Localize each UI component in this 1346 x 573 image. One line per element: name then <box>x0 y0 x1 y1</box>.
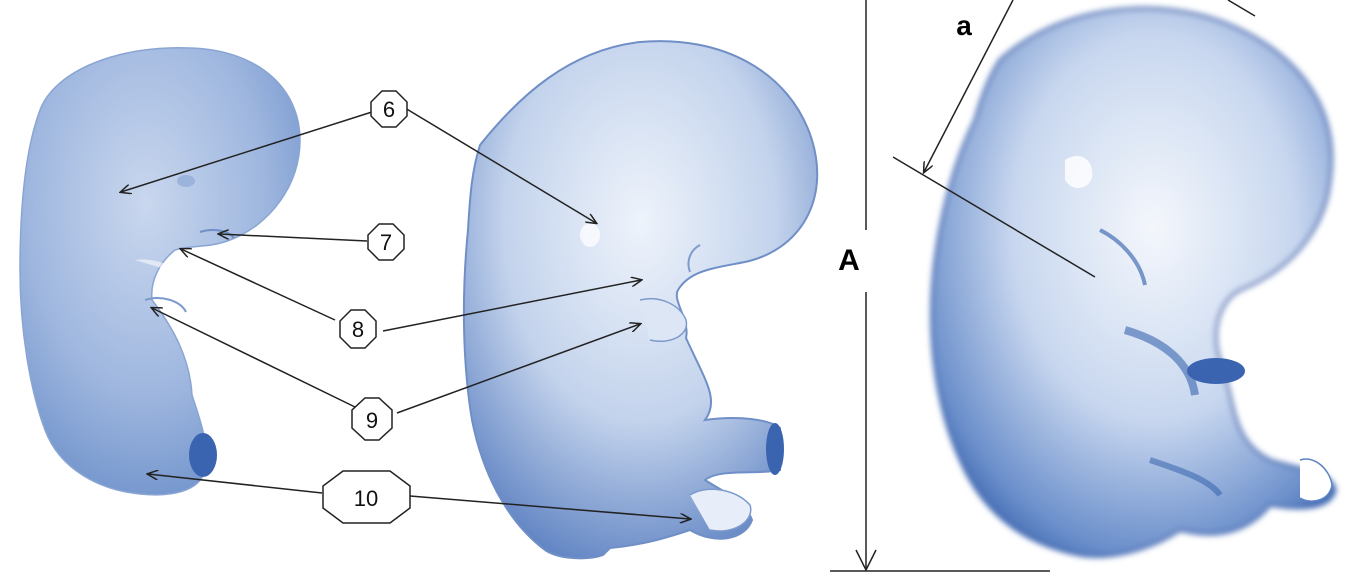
right-embryo <box>932 8 1335 556</box>
arrow-7 <box>219 234 367 241</box>
dimension-A-label: A <box>838 244 860 277</box>
left-cord-stump <box>189 433 217 477</box>
callout-7: 7 <box>368 224 404 260</box>
middle-cord-stump <box>766 423 784 475</box>
callout-6-label: 6 <box>383 97 395 122</box>
callout-6: 6 <box>371 91 407 127</box>
left-embryo <box>20 48 300 495</box>
right-cord-stump <box>1187 358 1245 384</box>
callout-10-label: 10 <box>354 486 378 511</box>
arrow-8-left <box>181 249 335 320</box>
callout-10: 10 <box>323 471 410 523</box>
dimension-a-top-tick <box>1228 0 1255 16</box>
callout-9: 9 <box>352 398 392 440</box>
dimension-a-label: a <box>956 10 972 41</box>
middle-embryo <box>464 41 817 558</box>
callout-9-label: 9 <box>366 408 378 433</box>
callout-8: 8 <box>340 310 376 348</box>
callout-7-label: 7 <box>380 230 392 255</box>
callout-8-label: 8 <box>352 317 364 342</box>
